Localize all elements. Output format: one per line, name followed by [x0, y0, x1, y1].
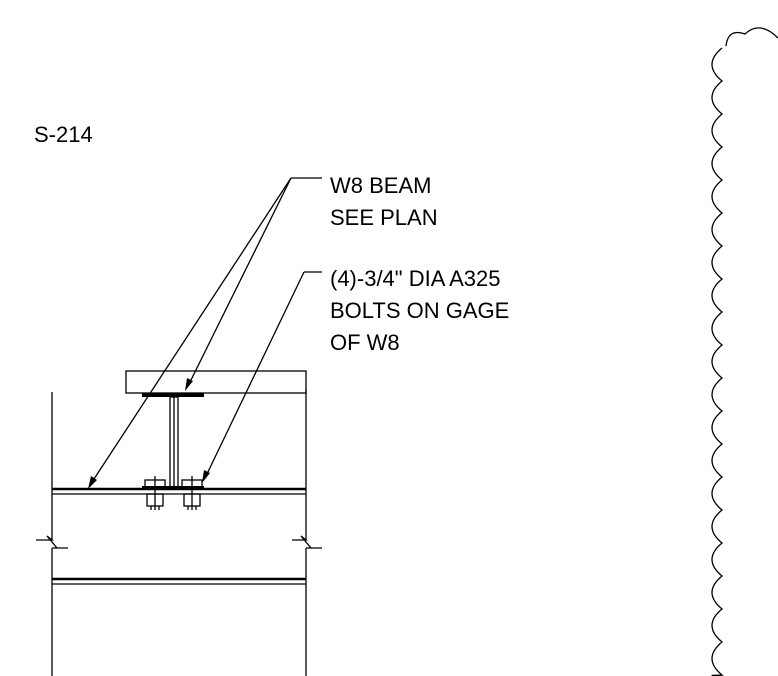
girder-section	[36, 390, 322, 676]
sheet-reference: S-214	[34, 122, 93, 147]
bolt-group	[144, 476, 203, 510]
callout-beam-line-1: W8 BEAM	[330, 173, 431, 198]
callout-bolts-line-3: OF W8	[330, 330, 400, 355]
leader-beam	[88, 177, 322, 489]
callout-beam-line-2: SEE PLAN	[330, 205, 438, 230]
break-line-left	[36, 535, 68, 549]
leader-bolts	[202, 271, 322, 483]
break-line-right	[292, 535, 322, 549]
callout-bolts-line-2: BOLTS ON GAGE	[330, 298, 509, 323]
callout-bolts-line-1: (4)-3/4" DIA A325	[330, 266, 500, 291]
revision-cloud	[711, 27, 778, 676]
slab-edge	[125, 370, 307, 394]
w8-beam-section	[142, 393, 204, 490]
